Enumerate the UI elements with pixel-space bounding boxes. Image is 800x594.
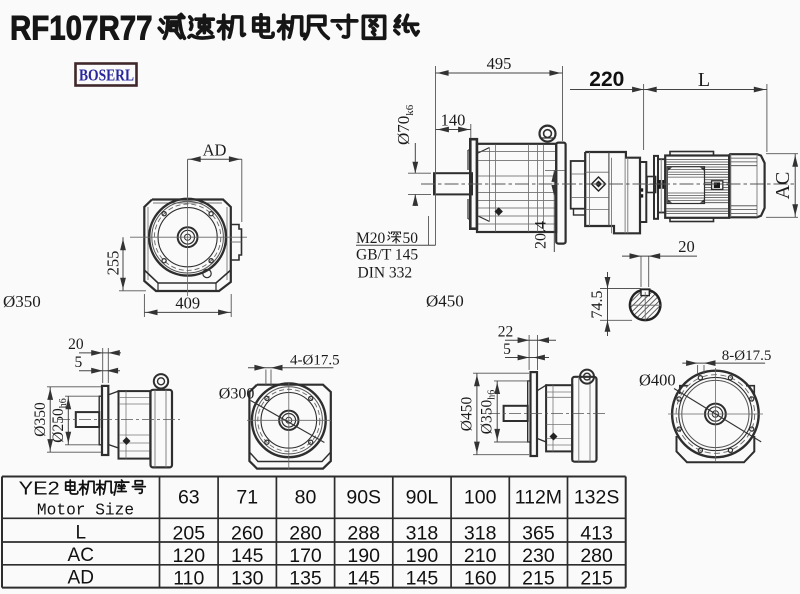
svg-text:318: 318 xyxy=(406,523,439,545)
svg-text:22: 22 xyxy=(498,324,514,341)
svg-text:AD: AD xyxy=(203,141,227,160)
svg-text:215: 215 xyxy=(522,568,555,589)
svg-text:L: L xyxy=(698,69,710,91)
svg-text:495: 495 xyxy=(487,54,512,73)
svg-text:280: 280 xyxy=(289,523,322,545)
svg-text:20: 20 xyxy=(678,237,695,256)
svg-text:RF107R77: RF107R77 xyxy=(10,10,153,48)
svg-text:170: 170 xyxy=(289,545,322,567)
svg-text:Ø400: Ø400 xyxy=(639,371,676,390)
svg-text:20.4: 20.4 xyxy=(533,221,550,249)
svg-text:GB/T 145: GB/T 145 xyxy=(356,247,418,264)
svg-text:145: 145 xyxy=(347,568,380,589)
svg-text:71: 71 xyxy=(236,487,258,509)
svg-text:4-Ø17.5: 4-Ø17.5 xyxy=(290,353,340,369)
svg-text:63: 63 xyxy=(178,487,200,509)
svg-text:110: 110 xyxy=(173,568,204,589)
svg-text:8-Ø17.5: 8-Ø17.5 xyxy=(722,348,772,364)
svg-text:L: L xyxy=(75,522,86,543)
svg-text:215: 215 xyxy=(580,568,613,589)
svg-text:Ø350h6: Ø350h6 xyxy=(479,390,498,434)
svg-text:365: 365 xyxy=(522,523,555,545)
svg-text:130: 130 xyxy=(231,568,264,589)
svg-text:80: 80 xyxy=(295,487,317,509)
svg-text:140: 140 xyxy=(441,111,466,130)
svg-text:120: 120 xyxy=(173,545,206,567)
svg-text:DIN 332: DIN 332 xyxy=(358,265,413,282)
svg-text:YE2: YE2 xyxy=(19,479,60,499)
svg-text:Ø250h6: Ø250h6 xyxy=(50,398,69,442)
svg-text:100: 100 xyxy=(464,487,497,509)
svg-text:90S: 90S xyxy=(346,487,381,509)
svg-text:135: 135 xyxy=(289,568,322,589)
svg-text:190: 190 xyxy=(406,545,439,567)
svg-text:Ø300: Ø300 xyxy=(219,386,255,403)
svg-text:280: 280 xyxy=(580,545,613,567)
svg-text:160: 160 xyxy=(464,568,497,589)
svg-text:288: 288 xyxy=(347,523,380,545)
svg-text:205: 205 xyxy=(173,523,206,545)
svg-text:AC: AC xyxy=(772,172,794,200)
svg-text:413: 413 xyxy=(580,523,613,545)
svg-text:132S: 132S xyxy=(574,487,620,509)
svg-text:Ø450: Ø450 xyxy=(459,397,476,432)
svg-text:74.5: 74.5 xyxy=(589,291,606,319)
svg-text:BOSERL: BOSERL xyxy=(79,66,134,85)
svg-text:AD: AD xyxy=(68,567,94,588)
svg-text:230: 230 xyxy=(522,545,555,567)
svg-text:190: 190 xyxy=(347,545,380,567)
svg-text:260: 260 xyxy=(231,523,264,545)
svg-text:255: 255 xyxy=(104,251,123,276)
svg-text:Ø350: Ø350 xyxy=(3,292,41,311)
svg-text:145: 145 xyxy=(406,568,439,589)
svg-text:Motor Size: Motor Size xyxy=(37,501,134,519)
svg-text:50: 50 xyxy=(403,230,419,247)
svg-text:M20: M20 xyxy=(356,230,386,247)
svg-text:409: 409 xyxy=(175,294,200,313)
svg-text:5: 5 xyxy=(503,341,511,358)
svg-text:112M: 112M xyxy=(515,487,562,509)
svg-text:318: 318 xyxy=(464,523,497,545)
svg-text:220: 220 xyxy=(589,68,624,91)
svg-text:5: 5 xyxy=(75,354,83,371)
svg-text:AC: AC xyxy=(68,545,94,566)
svg-text:Ø450: Ø450 xyxy=(426,292,464,311)
svg-text:210: 210 xyxy=(464,545,497,567)
svg-text:90L: 90L xyxy=(406,487,439,509)
svg-text:145: 145 xyxy=(231,545,264,567)
svg-text:20: 20 xyxy=(68,336,84,353)
svg-text:Ø350: Ø350 xyxy=(32,402,49,437)
